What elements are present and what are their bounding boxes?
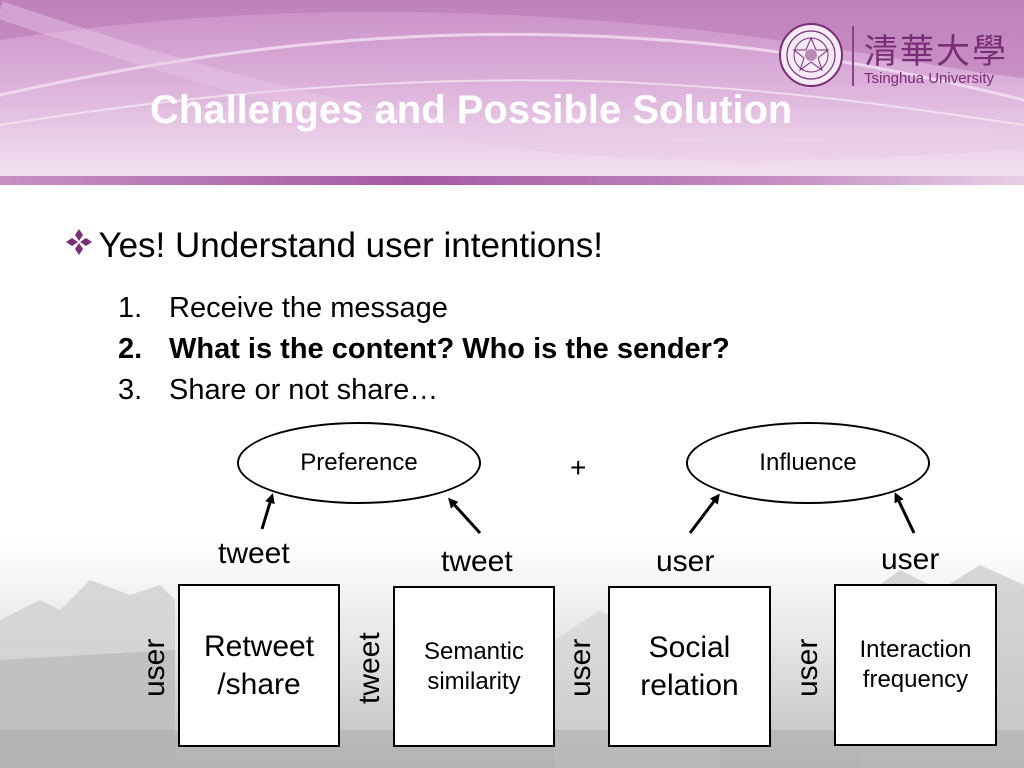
step-number: 3. xyxy=(118,374,143,406)
social-box-line-2: relation xyxy=(640,668,739,702)
user-side-label-3: user xyxy=(791,638,824,697)
arrow-tweet-to-preference-2 xyxy=(447,497,482,535)
retweet-share-box: Retweet /share xyxy=(178,584,340,747)
tweet-label-2: tweet xyxy=(441,545,513,578)
interaction-box-line-1: Interaction xyxy=(859,636,972,663)
social-relation-box: Social relation xyxy=(608,586,771,747)
user-label-1: user xyxy=(656,545,715,578)
tweet-side-label: tweet xyxy=(353,632,386,704)
bullet-text: Yes! Understand user intentions! xyxy=(98,226,604,265)
slide-title: Challenges and Possible Solution xyxy=(150,88,793,132)
step-text: Share or not share… xyxy=(169,374,439,406)
interaction-frequency-box: Interaction frequency xyxy=(834,584,997,746)
arrow-user-to-influence xyxy=(688,493,720,534)
steps-list: 1. Receive the message 2. What is the co… xyxy=(106,284,840,418)
social-box-line-1: Social xyxy=(648,631,731,664)
user-side-label-2: user xyxy=(564,638,597,697)
diamond-bullet-icon xyxy=(66,229,92,255)
step-text: What is the content? Who is the sender? xyxy=(169,333,730,365)
step-text: Receive the message xyxy=(169,292,448,324)
semantic-box-line-2: similarity xyxy=(427,667,521,695)
user-side-label-1: user xyxy=(138,638,171,697)
semantic-similarity-box: Semantic similarity xyxy=(393,586,555,747)
main-bullet: Yes! Understand user intentions! xyxy=(64,226,603,266)
retweet-box-line-1: Retweet xyxy=(203,630,315,663)
step-number: 1. xyxy=(118,292,143,324)
retweet-box-line-2: /share xyxy=(217,667,301,701)
step-number: 2. xyxy=(118,333,143,365)
arrow-user-to-influence-2 xyxy=(894,492,916,534)
tsinghua-logo: 清華大學 Tsinghua University xyxy=(778,22,1006,92)
semantic-box-line-1: Semantic xyxy=(423,637,525,665)
influence-ellipse: Influence xyxy=(686,422,930,504)
header-bottom-bar xyxy=(0,176,1024,185)
list-item: 2. What is the content? Who is the sende… xyxy=(106,333,840,374)
list-item: 3. Share or not share… xyxy=(106,374,840,415)
header-swoosh-decoration xyxy=(0,0,1024,161)
interaction-box-line-2: frequency xyxy=(862,666,969,693)
preference-label: Preference xyxy=(300,449,418,476)
plus-sign: + xyxy=(570,452,587,483)
logo-english-name: Tsinghua University xyxy=(864,70,995,87)
logo-divider xyxy=(852,26,854,86)
university-seal-icon xyxy=(779,23,843,87)
tweet-label-1: tweet xyxy=(218,537,290,570)
preference-ellipse: Preference xyxy=(237,422,481,504)
influence-label: Influence xyxy=(759,449,857,476)
arrow-tweet-to-preference xyxy=(260,493,275,530)
logo-chinese-name: 清華大學 xyxy=(864,32,1008,72)
user-label-2: user xyxy=(881,543,940,576)
list-item: 1. Receive the message xyxy=(106,292,840,333)
